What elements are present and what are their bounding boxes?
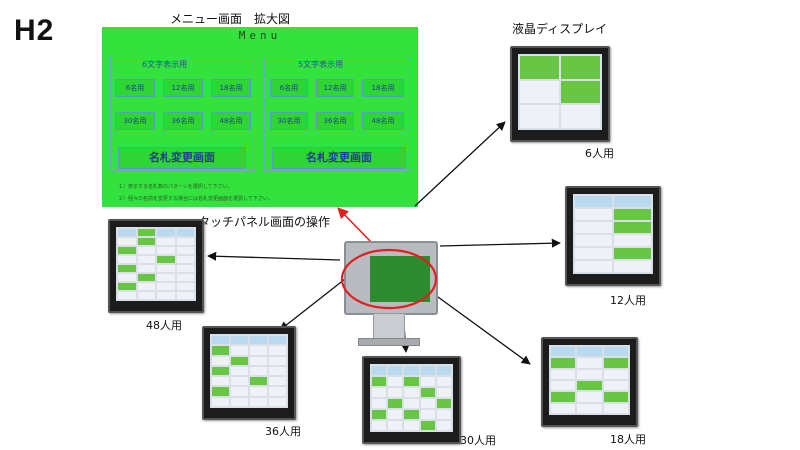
- left-btn-36[interactable]: 36名用: [163, 112, 203, 130]
- right-btn-6[interactable]: 6名用: [270, 79, 308, 97]
- touch-panel-label: タッチパネル画面の操作: [198, 215, 331, 229]
- menu-title: Menu: [238, 29, 282, 42]
- touch-panel-screen: [370, 256, 430, 302]
- arrow-to-18: [437, 296, 531, 365]
- right-btn-36[interactable]: 36名用: [316, 112, 354, 130]
- display-30-person: [362, 356, 461, 444]
- right-btn-12[interactable]: 12名用: [316, 79, 354, 97]
- arrow-to-12: [439, 238, 561, 248]
- right-btn-18[interactable]: 18名用: [362, 79, 404, 97]
- arrow-to-menu-zoom: [337, 207, 373, 244]
- right-group-title: 5文字表示用: [298, 60, 344, 69]
- right-group: [264, 57, 412, 171]
- display-36-person: [202, 326, 296, 420]
- left-btn-6[interactable]: 6名用: [115, 79, 155, 97]
- touch-panel-pedestal: [373, 313, 405, 341]
- display-12-label: 12人用: [610, 294, 646, 307]
- display-18-label: 18人用: [610, 433, 646, 446]
- left-btn-48[interactable]: 48名用: [211, 112, 251, 130]
- menu-note-2: ２）個々の名前を変更する場合には名札変更画面を選択して下さい。: [118, 196, 273, 202]
- arrow-to-6: [414, 121, 506, 207]
- touch-panel-base: [358, 338, 420, 346]
- lcd-display-label: 液晶ディスプレイ: [512, 22, 608, 36]
- right-btn-30[interactable]: 30名用: [270, 112, 308, 130]
- highlight-ellipse: [340, 248, 438, 310]
- display-6-person: [510, 46, 610, 142]
- display-18-person: [541, 337, 638, 427]
- display-48-person: [108, 219, 204, 313]
- menu-zoom-screen: Menu 6文字表示用 6名用 12名用 18名用 30名用 36名用 48名用…: [102, 27, 418, 207]
- left-nameplate-edit-button[interactable]: 名札変更画面: [118, 147, 246, 169]
- arrow-to-36: [279, 278, 346, 331]
- left-btn-12[interactable]: 12名用: [163, 79, 203, 97]
- display-6-label: 6人用: [585, 147, 614, 160]
- right-btn-48[interactable]: 48名用: [362, 112, 404, 130]
- display-48-label: 48人用: [146, 319, 182, 332]
- left-group-title: 6文字表示用: [142, 60, 188, 69]
- right-nameplate-edit-button[interactable]: 名札変更画面: [272, 147, 406, 169]
- display-12-person: [565, 186, 661, 286]
- menu-zoom-caption: メニュー画面 拡大図: [170, 12, 291, 26]
- left-btn-30[interactable]: 30名用: [115, 112, 155, 130]
- menu-note-1: １）表示する名札数のパターンを選択して下さい。: [118, 184, 233, 190]
- left-group: [110, 57, 256, 171]
- arrow-to-48: [207, 251, 341, 261]
- page-code: H2: [14, 14, 55, 47]
- left-btn-18[interactable]: 18名用: [211, 79, 251, 97]
- display-30-label: 30人用: [460, 434, 496, 447]
- display-36-label: 36人用: [265, 425, 301, 438]
